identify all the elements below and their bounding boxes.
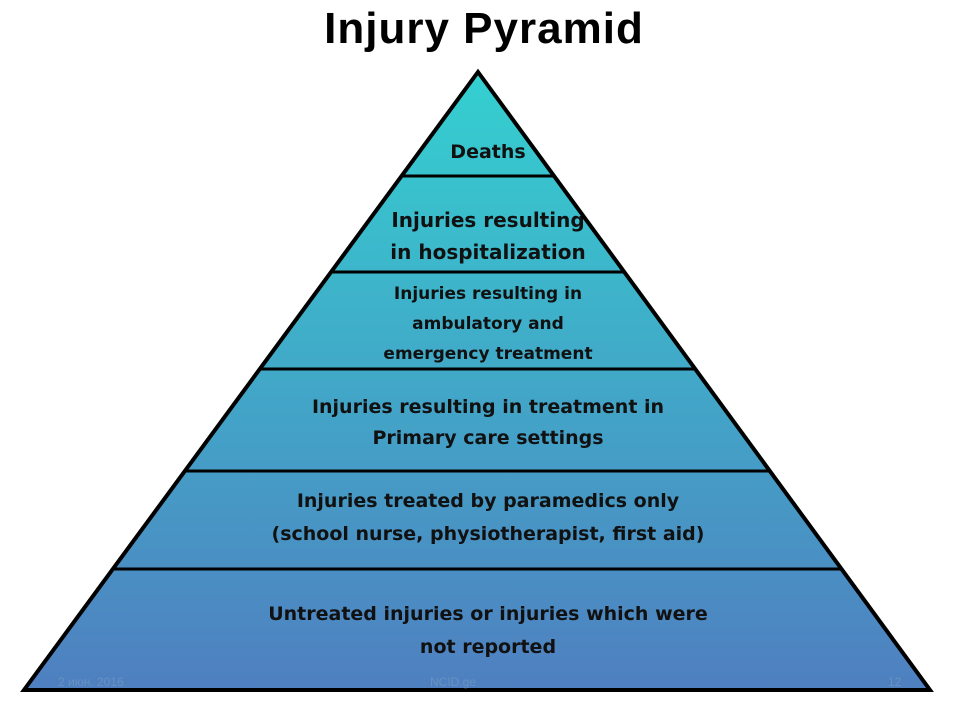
tier-6-label: Untreated injuries or injuries which wer…	[268, 603, 708, 658]
tier-3-line-3: emergency treatment	[383, 344, 592, 364]
tier-2-line-2: in hospitalization	[390, 240, 585, 264]
tier-5-line-1: Injuries treated by paramedics only	[297, 490, 680, 512]
tier-6-line-1: Untreated injuries or injuries which wer…	[268, 603, 708, 625]
tier-3-line-1: Injuries resulting in	[394, 284, 582, 304]
tier-2-line-1: Injuries resulting	[391, 208, 584, 232]
pyramid-fill	[24, 72, 930, 690]
footer-org: NCID.ge	[430, 675, 477, 689]
tier-3-label: Injuries resulting in ambulatory and emerg…	[383, 284, 592, 364]
footer-page-number: 12	[888, 675, 902, 689]
tier-4-label: Injuries resulting in treatment in Primar…	[312, 396, 664, 449]
page-title: Injury Pyramid	[324, 4, 644, 53]
pyramid-outline	[20, 68, 934, 692]
tier-4-line-2: Primary care settings	[372, 427, 603, 449]
tier-3-line-2: ambulatory and	[412, 314, 564, 334]
tier-4-line-1: Injuries resulting in treatment in	[312, 396, 664, 418]
footer-date: 2 июн. 2016	[58, 675, 124, 689]
tier-6-line-2: not reported	[420, 636, 556, 658]
tier-1-label: Deaths	[450, 141, 525, 163]
tier-1-line-1: Deaths	[450, 141, 525, 163]
tier-5-line-2: (school nurse, physiotherapist, first ai…	[272, 523, 705, 545]
tier-5-label: Injuries treated by paramedics only (scho…	[272, 490, 705, 545]
tier-2-label: Injuries resulting in hospitalization	[390, 208, 585, 264]
